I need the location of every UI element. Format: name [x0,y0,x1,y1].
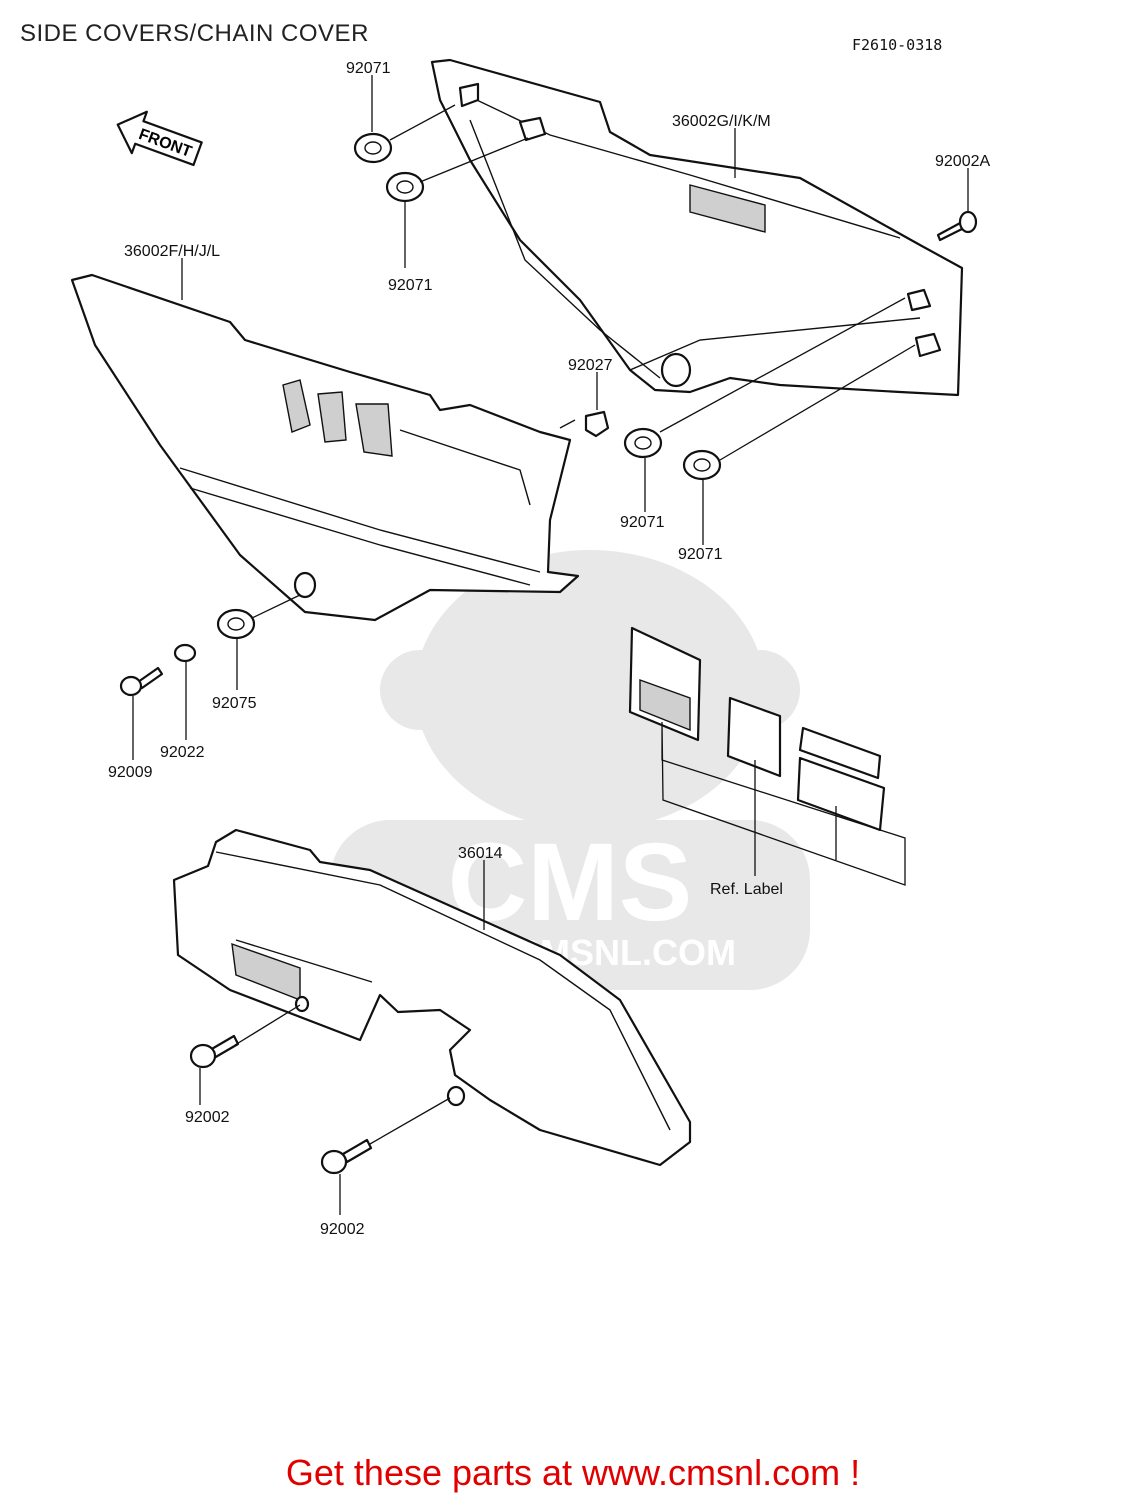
grommet-92071-d [682,449,722,481]
part-number-label: 92071 [678,546,723,563]
grommet-92071-b [385,171,425,203]
chain-cover [172,828,692,1167]
bolt-92002-upper [189,1034,240,1069]
part-number-label: 92002 [185,1109,230,1126]
part-number-label: 92071 [620,514,665,531]
left-side-cover [70,273,580,622]
part-number-label: 92071 [346,60,391,77]
part-number-label: 36002G/I/K/M [672,113,771,130]
grommet-92071-c [623,427,663,459]
reference-labels [628,626,906,886]
part-number-label: 92027 [568,357,613,374]
part-number-label: 92002 [320,1221,365,1238]
part-number-label: 92022 [160,744,205,761]
cmsnl-watermark: CMS WWW.CMSNL.COM [330,550,810,990]
grommet-92071-a [353,132,393,164]
collar-92027 [584,410,610,438]
bolt-92009 [119,666,164,697]
part-number-label: 92009 [108,764,153,781]
leader-lines [132,75,969,1215]
part-number-label: 92071 [388,277,433,294]
diagram-code: F2610-0318 [852,36,943,54]
right-side-cover [430,58,964,397]
bolt-92002-lower [320,1138,373,1175]
part-number-label: 36002F/H/J/L [124,243,220,260]
page-title: SIDE COVERS/CHAIN COVER [20,20,369,47]
footer-link-text[interactable]: Get these parts at www.cmsnl.com ! [285,1452,861,1493]
part-number-label: 92075 [212,695,257,712]
part-number-label: 36014 [458,845,503,862]
washer-92022 [173,643,197,663]
bolt-92002A [936,210,978,242]
part-number-label: 92002A [935,153,990,170]
front-arrow-icon: FRONT [116,110,203,167]
part-number-label: Ref. Label [710,881,783,898]
grommet-92075 [216,608,256,640]
